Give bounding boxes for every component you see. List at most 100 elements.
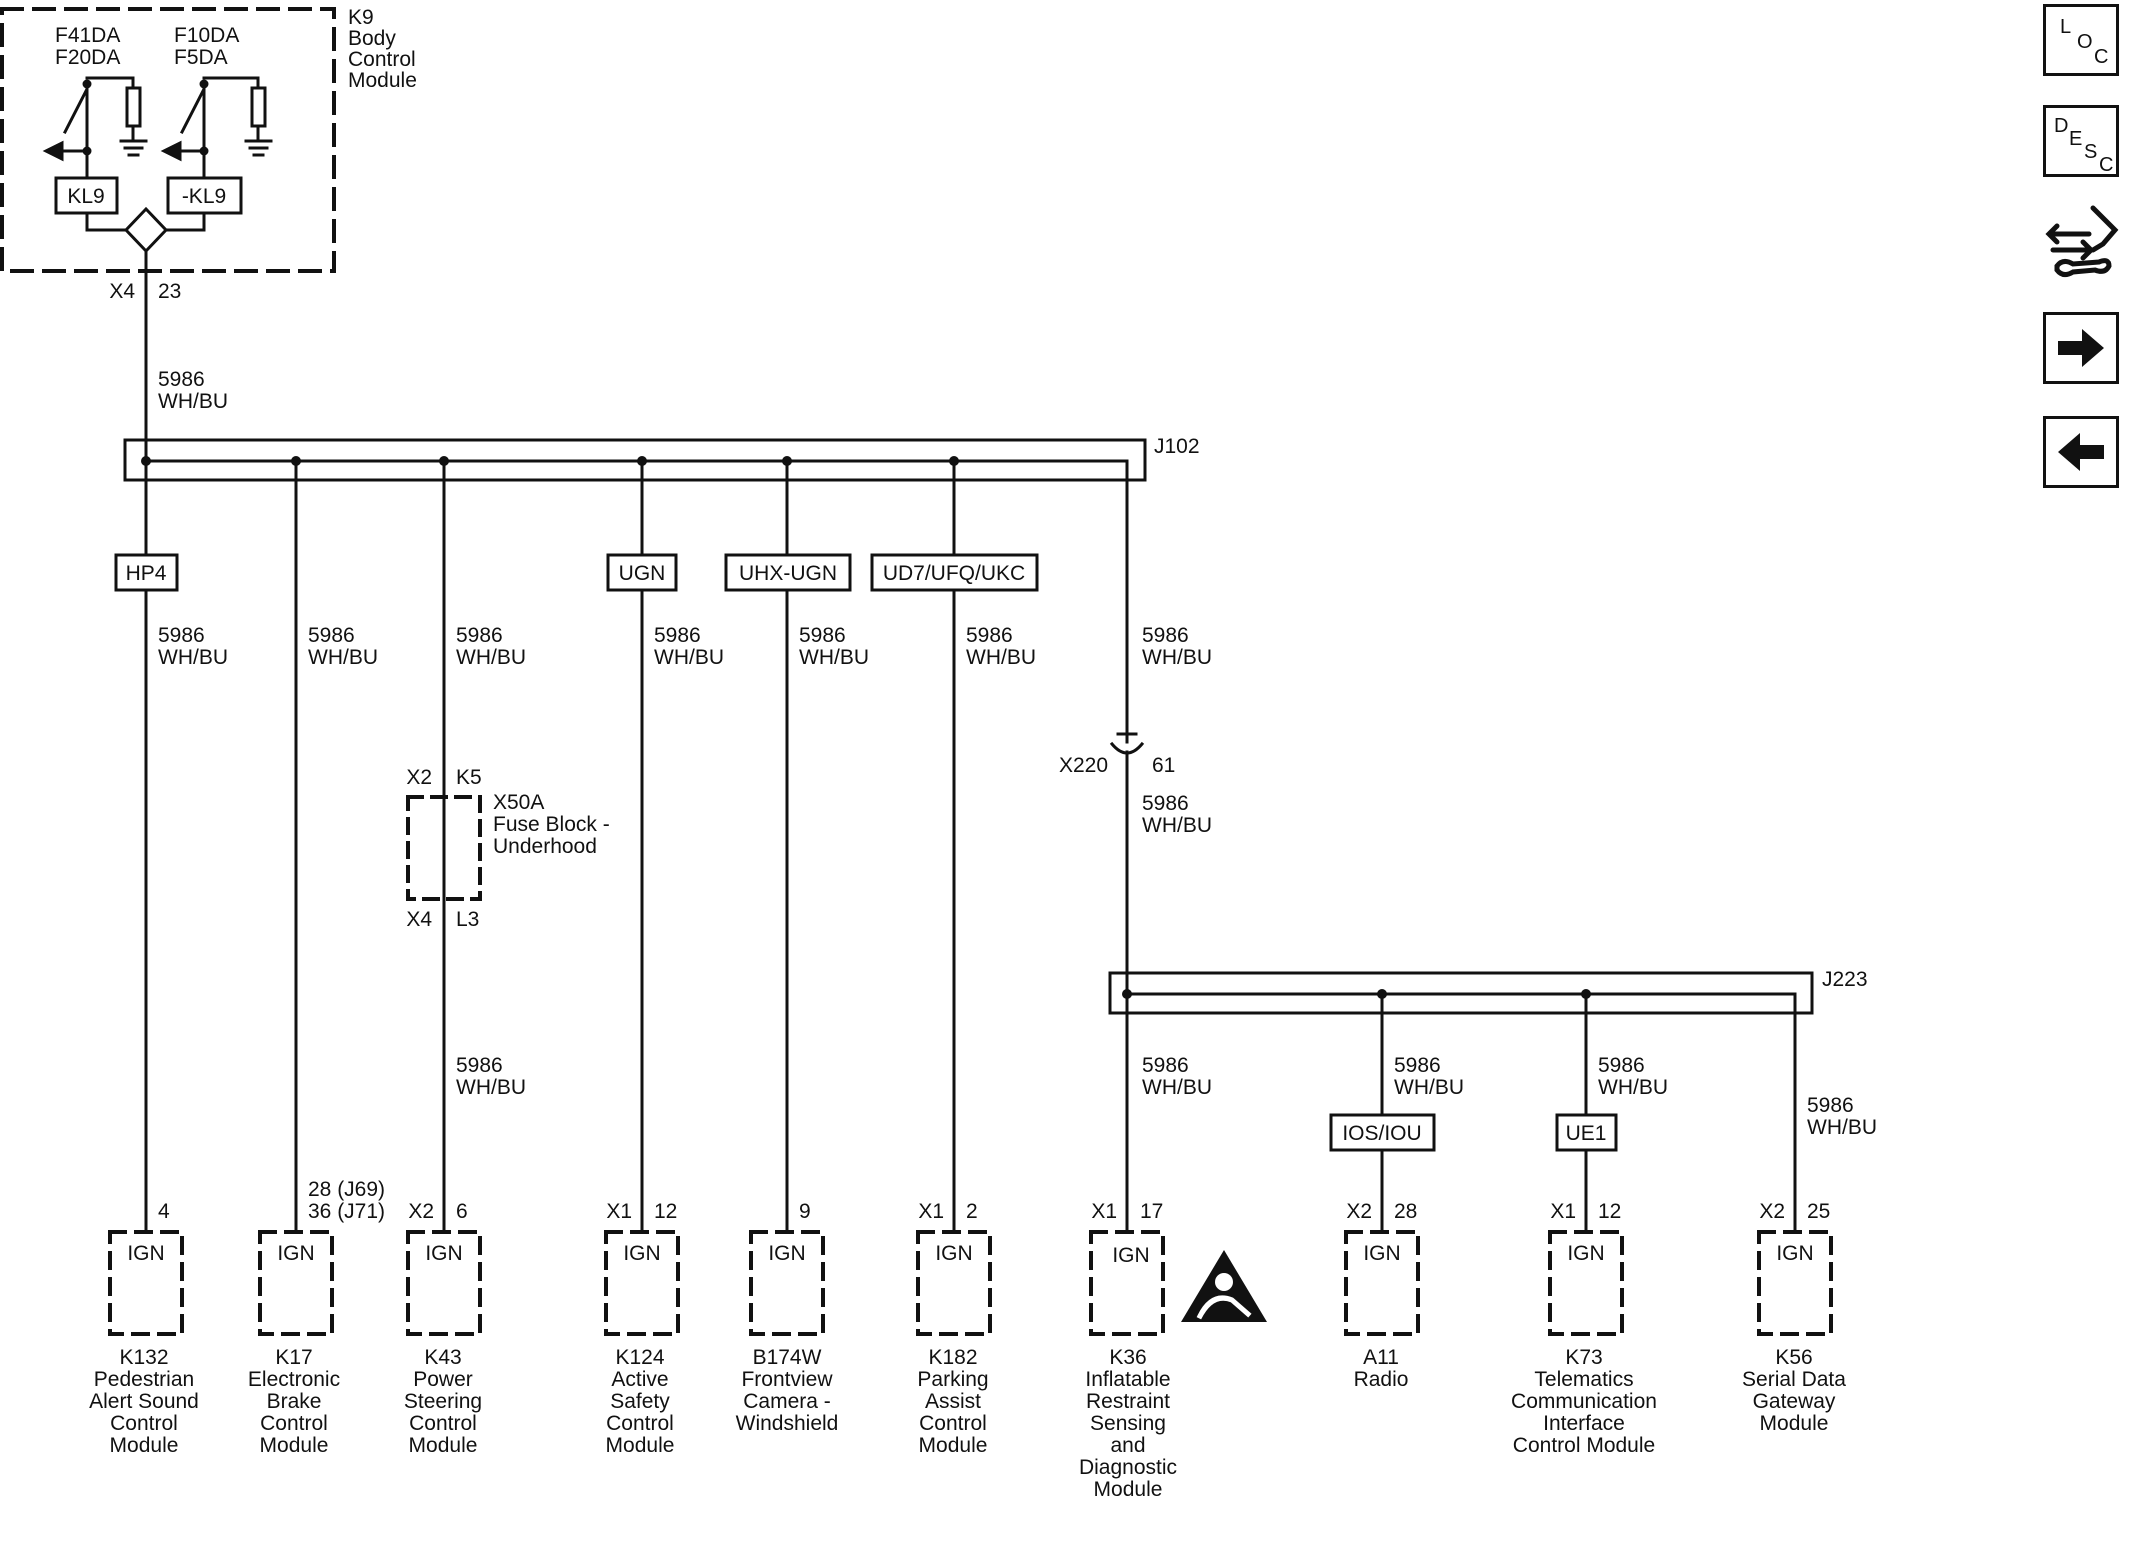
fuse-block-pin: K5 — [456, 766, 482, 789]
splice-label-j223: J223 — [1822, 968, 1868, 991]
wire-circuit: 5986 — [158, 368, 205, 391]
module-name-line: Sensing — [1090, 1412, 1166, 1435]
module-pin: 36 (J71) — [308, 1200, 385, 1223]
module-box-k73 — [1548, 1230, 1624, 1336]
connector-view-icon — [2045, 205, 2119, 278]
fuse-block-box — [406, 795, 482, 901]
module-name-line: Interface — [1543, 1412, 1625, 1435]
module-box-k182 — [916, 1230, 992, 1336]
description-letter: D — [2054, 115, 2069, 137]
wire-circuit: 5986 — [654, 624, 701, 647]
next-button[interactable] — [2043, 312, 2119, 384]
module-name-line: Inflatable — [1085, 1368, 1170, 1391]
option-label: UE1 — [1566, 1122, 1607, 1145]
module-name-line: Power — [413, 1368, 473, 1391]
module-pin: 25 — [1807, 1200, 1830, 1223]
body-control-module-box — [0, 7, 336, 273]
module-pin: 28 (J69) — [308, 1178, 385, 1201]
module-ref: K43 — [424, 1346, 461, 1369]
source-name-line: Control — [348, 48, 416, 71]
fuse-block-name: X50A — [493, 791, 544, 814]
wire-color: WH/BU — [158, 390, 228, 413]
wire-color: WH/BU — [308, 646, 378, 669]
option-box-ue1 — [1555, 1113, 1618, 1152]
module-box-k56 — [1757, 1230, 1833, 1336]
option-box-ugn — [606, 553, 678, 592]
option-box-hp4 — [114, 553, 179, 592]
module-connector: X1 — [918, 1200, 944, 1223]
option-box-ud7 — [870, 553, 1039, 592]
module-name-line: Safety — [610, 1390, 670, 1413]
connector-view-button[interactable] — [2043, 200, 2119, 280]
wire-color: WH/BU — [1394, 1076, 1464, 1099]
wire-circuit: 5986 — [308, 624, 355, 647]
module-box-k36 — [1089, 1230, 1165, 1336]
module-name-line: Module — [409, 1434, 478, 1457]
wire-circuit: 5986 — [1598, 1054, 1645, 1077]
module-name-line: Module — [1760, 1412, 1829, 1435]
module-name-line: Communication — [1511, 1390, 1657, 1413]
module-name-line: Assist — [925, 1390, 981, 1413]
module-box-k17 — [258, 1230, 334, 1336]
module-box-k132 — [108, 1230, 184, 1336]
wire-color: WH/BU — [1598, 1076, 1668, 1099]
wire-color: WH/BU — [799, 646, 869, 669]
ign-label: IGN — [1363, 1242, 1400, 1265]
wire-color: WH/BU — [1807, 1116, 1877, 1139]
option-box-uhx-ugn — [724, 553, 852, 592]
inline-connector-name: X220 — [1059, 754, 1108, 777]
module-pin: 28 — [1394, 1200, 1417, 1223]
source-name-line: Body — [348, 27, 396, 50]
module-box-k124 — [604, 1230, 680, 1336]
description-letter: C — [2099, 154, 2114, 176]
module-name-line: Brake — [267, 1390, 322, 1413]
fuse-label: F41DA — [55, 24, 120, 47]
module-name-line: Alert Sound — [89, 1390, 199, 1413]
module-box-a11 — [1344, 1230, 1420, 1336]
wire-circuit: 5986 — [456, 624, 503, 647]
module-name-line: Parking — [917, 1368, 988, 1391]
back-button[interactable] — [2043, 416, 2119, 488]
module-pin: 12 — [654, 1200, 677, 1223]
module-ref: K182 — [928, 1346, 977, 1369]
relay-label: KL9 — [67, 185, 104, 208]
wire-color: WH/BU — [158, 646, 228, 669]
module-pin: 17 — [1140, 1200, 1163, 1223]
module-connector: X1 — [606, 1200, 632, 1223]
module-name-line: Control — [409, 1412, 477, 1435]
ign-label: IGN — [768, 1242, 805, 1265]
module-name-line: Telematics — [1534, 1368, 1633, 1391]
fuse-label: F5DA — [174, 46, 228, 69]
module-ref: K36 — [1109, 1346, 1146, 1369]
fuse-block-connector: X2 — [406, 766, 432, 789]
description-button[interactable]: D E S C — [2043, 105, 2119, 177]
module-pin: 12 — [1598, 1200, 1621, 1223]
ign-label: IGN — [1567, 1242, 1604, 1265]
module-ref: B174W — [753, 1346, 822, 1369]
ign-label: IGN — [1776, 1242, 1813, 1265]
location-letter: L — [2060, 16, 2072, 38]
wire-color: WH/BU — [456, 646, 526, 669]
option-label: UD7/UFQ/UKC — [883, 562, 1025, 585]
module-name-line: Control — [919, 1412, 987, 1435]
switch-resistor-icon — [42, 76, 148, 180]
module-name-line: Camera - — [743, 1390, 831, 1413]
ign-label: IGN — [425, 1242, 462, 1265]
module-connector: X2 — [1346, 1200, 1372, 1223]
wire-color: WH/BU — [1142, 646, 1212, 669]
module-name-line: Steering — [404, 1390, 482, 1413]
location-button[interactable]: L O C — [2043, 4, 2119, 76]
ign-label: IGN — [623, 1242, 660, 1265]
fuse-label: F10DA — [174, 24, 239, 47]
arrow-left-icon — [2058, 433, 2104, 471]
wire-circuit: 5986 — [1142, 1054, 1189, 1077]
source-ref: K9 — [348, 6, 374, 29]
source-name-line: Module — [348, 69, 417, 92]
module-name-line: Control Module — [1513, 1434, 1655, 1457]
relay-label: -KL9 — [182, 185, 226, 208]
fuse-block-name: Fuse Block - — [493, 813, 610, 836]
module-pin: 4 — [158, 1200, 170, 1223]
wire-color: WH/BU — [1142, 814, 1212, 837]
module-name-line: Windshield — [736, 1412, 839, 1435]
